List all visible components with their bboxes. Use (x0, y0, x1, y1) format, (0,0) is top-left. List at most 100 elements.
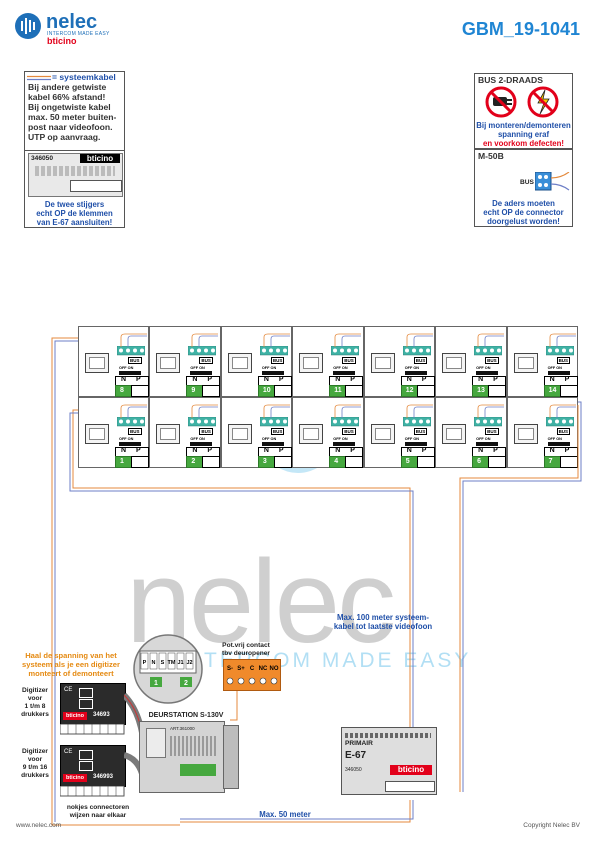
p-label: P (421, 447, 427, 454)
videophone-address: 8 (120, 387, 124, 394)
n-label: N (335, 376, 341, 383)
videophone-address: 3 (262, 458, 267, 465)
cable-note-2: kabel 66% afstand! (28, 92, 106, 102)
module-note-1: De aders moeten (492, 199, 555, 208)
digitizer-terminal-strip-2 (60, 786, 125, 797)
zoom-terminal-slot (140, 652, 149, 670)
off-on-switch[interactable] (190, 371, 213, 375)
digitizer2-in-port (79, 750, 93, 760)
cable-note-1: Bij andere getwiste (28, 82, 107, 92)
n-label: N (263, 447, 269, 454)
off-on-switch[interactable] (547, 371, 570, 375)
digitizer2-label-1: Digitizer (21, 748, 48, 755)
contact-terminal-label: S- (227, 666, 233, 672)
riser-wires (406, 404, 433, 418)
legend-device-brand: bticino (80, 154, 120, 163)
off-on-switch-label: OFF ON (261, 437, 277, 441)
cable-note-4: max. 50 meter buiten- (28, 112, 117, 122)
p-box (488, 385, 507, 397)
contact-screw-terminal[interactable] (237, 677, 245, 685)
footer-copyright: Copyright Nelec BV (523, 822, 580, 829)
off-on-switch[interactable] (333, 371, 356, 375)
psu-top-terminals (345, 733, 431, 738)
bus-terminal-block (188, 417, 217, 427)
off-on-switch[interactable] (404, 371, 427, 375)
digitizer2-label-4: drukkers (21, 772, 49, 779)
zoom-terminal-label: N (152, 660, 156, 666)
videophone-address: 1 (120, 458, 124, 465)
off-on-switch[interactable] (190, 442, 213, 446)
power-note-3: monteert of demonteert (28, 669, 114, 678)
off-on-switch[interactable] (404, 442, 427, 446)
p-box (273, 456, 292, 468)
videophone-screen (156, 353, 181, 373)
off-on-switch-label: OFF ON (261, 366, 277, 370)
digitizer-terminal-strip-1 (60, 724, 125, 735)
off-on-switch[interactable] (333, 442, 356, 446)
door-station-terminals (180, 764, 216, 776)
bus-terminal-block (331, 417, 360, 427)
contact-screw-terminal[interactable] (259, 677, 267, 685)
off-on-switch-label: OFF ON (476, 437, 491, 441)
contact-note-1: Pot.vrij contact (222, 642, 270, 649)
n-label: N (478, 376, 484, 383)
digitizer1-label-1: Digitizer (21, 687, 48, 694)
module-title: M-50B (478, 151, 504, 161)
videophone-unit: BUS OFF ON N P 2 (149, 397, 221, 468)
bus-terminal-block (474, 346, 503, 356)
contact-screw-terminal[interactable] (270, 677, 278, 685)
videophone-screen (513, 353, 538, 373)
p-label: P (493, 447, 498, 454)
off-on-switch[interactable] (119, 371, 141, 375)
off-on-switch[interactable] (476, 442, 499, 446)
p-label: P (136, 447, 141, 454)
off-on-switch[interactable] (261, 371, 284, 375)
videophone-address: 14 (548, 387, 557, 394)
system-cable-sample-icon (27, 75, 51, 81)
psu-primary-label: PRIMAIR (345, 740, 373, 747)
p-label: P (207, 447, 213, 454)
zoom-terminal-slot (176, 652, 185, 670)
bus-terminal-label: BUS (413, 428, 428, 435)
brand-subtitle: INTERCOM MADE EASY (47, 31, 110, 37)
cable-max-100-line-1: Max. 100 meter systeem- (337, 613, 429, 622)
address-box: 14 (543, 385, 562, 397)
n-label: N (192, 376, 198, 383)
videophone-unit: BUS OFF ON N P 6 (435, 397, 507, 468)
off-on-switch[interactable] (261, 442, 284, 446)
off-on-switch[interactable] (119, 442, 141, 446)
p-box (273, 385, 292, 397)
legend-left-note-3: van E-67 aansluiten! (36, 218, 113, 227)
off-on-switch-label: OFF ON (404, 366, 420, 370)
bus-terminal-label: BUS (485, 428, 499, 435)
videophone-unit: BUS OFF ON N P 10 (220, 326, 293, 397)
psu-code-label: 346050 (345, 767, 362, 773)
bus-terminal-label: BUS (270, 428, 285, 435)
contact-note-2: tbv deuropener (222, 650, 270, 657)
contact-screw-terminal[interactable] (248, 677, 256, 685)
zoom-terminal-label: P (143, 660, 147, 666)
videophone-screen (227, 424, 252, 444)
legend-left-device-box: 346050 bticino De twee stijgers echt OP … (24, 150, 125, 228)
off-on-switch[interactable] (547, 442, 570, 446)
videophone-address: 9 (191, 387, 196, 394)
door-station-s130v: ART.361000 (139, 721, 225, 793)
n-label: N (121, 376, 127, 383)
videophone-unit: BUS OFF ON N P 13 (435, 326, 507, 397)
legend-left-note-2: echt OP de klemmen (36, 209, 113, 218)
videophone-screen (513, 424, 538, 444)
bus-terminal-block (259, 417, 288, 427)
legend-right-box: BUS 2-DRAADS Bij monteren/demonteren spa… (474, 73, 573, 149)
bus-terminal-label: BUS (199, 357, 213, 364)
brand-name: nelec (46, 11, 98, 33)
digitizer1-label-2: voor (27, 695, 43, 702)
module-bus-label: BUS (520, 179, 534, 186)
psu-bus-terminals (385, 781, 435, 792)
riser-wires (334, 404, 362, 418)
videophone-unit: BUS OFF ON N P 3 (220, 397, 293, 468)
bus-terminal-label: BUS (342, 357, 356, 364)
digitizer2-brand: bticino (63, 774, 87, 782)
power-note-2: systeem als je een digitizer (22, 660, 120, 669)
off-on-switch[interactable] (476, 371, 499, 375)
contact-screw-terminal[interactable] (226, 677, 234, 685)
